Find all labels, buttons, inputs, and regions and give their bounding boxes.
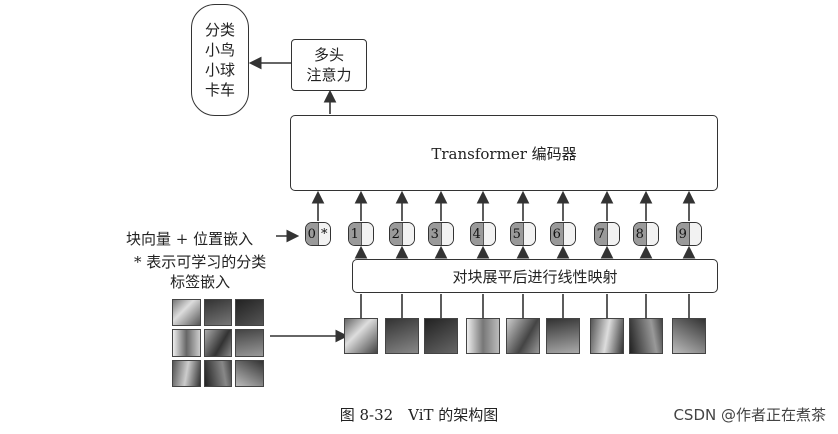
token-embedding	[522, 223, 535, 245]
class-label-3: 卡车	[204, 81, 235, 99]
patch-thumbnail	[385, 318, 419, 354]
watermark: CSDN @作者正在煮茶	[673, 406, 826, 424]
token-index: 5	[511, 223, 523, 245]
attention-line-0: 多头	[313, 46, 344, 64]
token-9: 9	[676, 222, 702, 246]
token-embedding	[562, 223, 575, 245]
token-2: 2	[389, 222, 415, 246]
patch-thumbnail	[506, 318, 540, 354]
attention-box: 多头 注意力	[291, 39, 367, 91]
token-3: 3	[428, 222, 454, 246]
token-index: 3	[429, 223, 441, 245]
patch-thumbnail	[629, 318, 663, 354]
token-embedding	[688, 223, 701, 245]
token-index: 1	[349, 223, 361, 245]
class-label-0: 分类	[204, 21, 235, 39]
token-embedding: *	[317, 223, 330, 245]
grid-patch	[172, 359, 201, 387]
note-block: * 表示可学习的分类 标签嵌入	[134, 252, 266, 292]
class-label-2: 小球	[204, 61, 235, 79]
patch-thumbnail	[672, 318, 706, 354]
grid-patch	[235, 329, 264, 357]
grid-patch	[235, 299, 264, 327]
token-index: 6	[551, 223, 563, 245]
class-output-box: 分类 小鸟 小球 卡车	[191, 4, 249, 116]
token-embedding	[606, 223, 619, 245]
token-index: 8	[634, 223, 646, 245]
token-embedding	[440, 223, 453, 245]
grid-patch	[172, 329, 201, 357]
patch-thumbnail	[466, 318, 500, 354]
token-0: 0*	[305, 222, 331, 246]
linear-projection-box: 对块展平后进行线性映射	[352, 259, 718, 293]
token-5: 5	[510, 222, 536, 246]
token-embedding	[482, 223, 495, 245]
token-index: 0	[306, 223, 318, 245]
grid-patch	[235, 359, 264, 387]
class-label-1: 小鸟	[204, 41, 235, 59]
figure-caption: 图 8-32 ViT 的架构图	[339, 406, 499, 424]
grid-patch	[203, 329, 233, 357]
token-embedding	[360, 223, 373, 245]
image-patch-grid	[172, 299, 264, 387]
token-embedding	[401, 223, 414, 245]
transformer-label: Transformer 编码器	[431, 144, 577, 163]
patch-thumbnail	[344, 318, 378, 354]
token-index: 7	[595, 223, 607, 245]
attention-line-1: 注意力	[306, 66, 352, 84]
transformer-encoder-box: Transformer 编码器	[290, 115, 718, 191]
note-line-0: * 表示可学习的分类	[134, 253, 267, 271]
token-7: 7	[594, 222, 620, 246]
grid-patch	[203, 299, 233, 327]
token-8: 8	[633, 222, 659, 246]
note-line-1: 标签嵌入	[170, 273, 231, 291]
patch-thumbnail	[546, 318, 580, 354]
token-embedding	[645, 223, 658, 245]
patch-thumbnail	[424, 318, 458, 354]
token-6: 6	[550, 222, 576, 246]
patch-thumbnail	[590, 318, 624, 354]
token-index: 2	[390, 223, 402, 245]
linear-label: 对块展平后进行线性映射	[452, 267, 618, 286]
embed-label: 块向量 + 位置嵌入	[126, 230, 254, 248]
token-1: 1	[348, 222, 374, 246]
token-index: 4	[471, 223, 483, 245]
token-4: 4	[470, 222, 496, 246]
grid-patch	[203, 359, 233, 387]
grid-patch	[172, 299, 201, 327]
token-index: 9	[677, 223, 689, 245]
